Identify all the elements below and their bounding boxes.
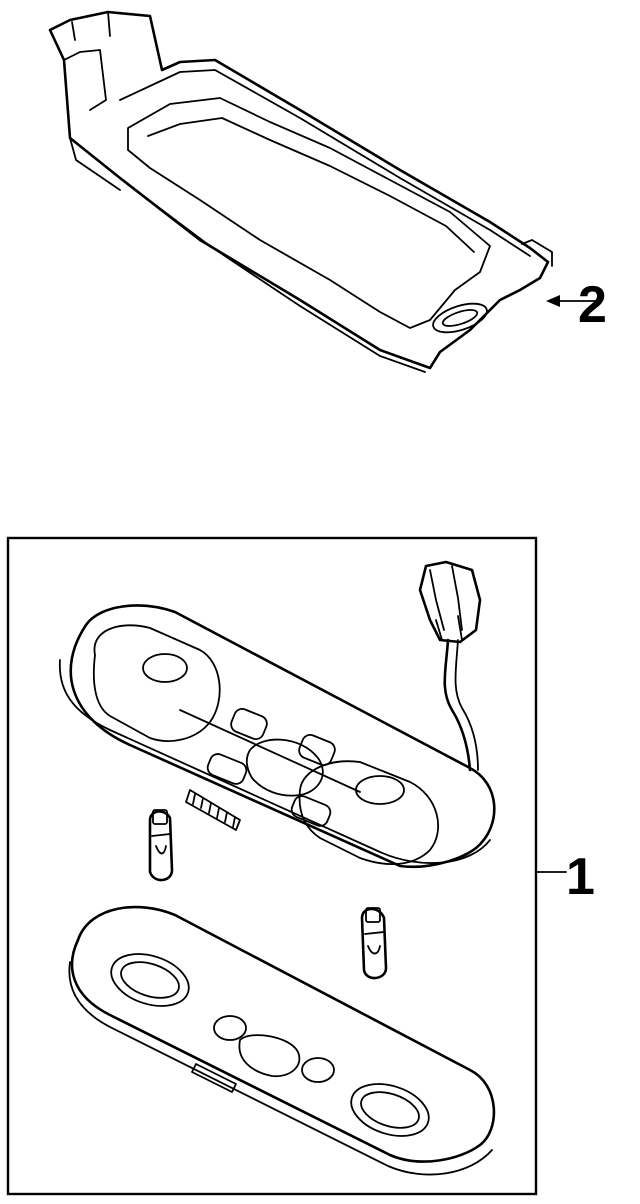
lens-cover xyxy=(68,905,496,1176)
wire-harness xyxy=(418,560,482,772)
callout-1-label: 1 xyxy=(566,848,595,906)
lamp-housing xyxy=(58,604,496,869)
assembly-box xyxy=(6,536,538,1196)
callout-2-leader xyxy=(546,295,601,307)
bulb-right xyxy=(360,907,388,980)
bulb-left xyxy=(148,809,174,882)
callout-2-label: 2 xyxy=(578,276,607,334)
console-housing xyxy=(48,10,553,373)
